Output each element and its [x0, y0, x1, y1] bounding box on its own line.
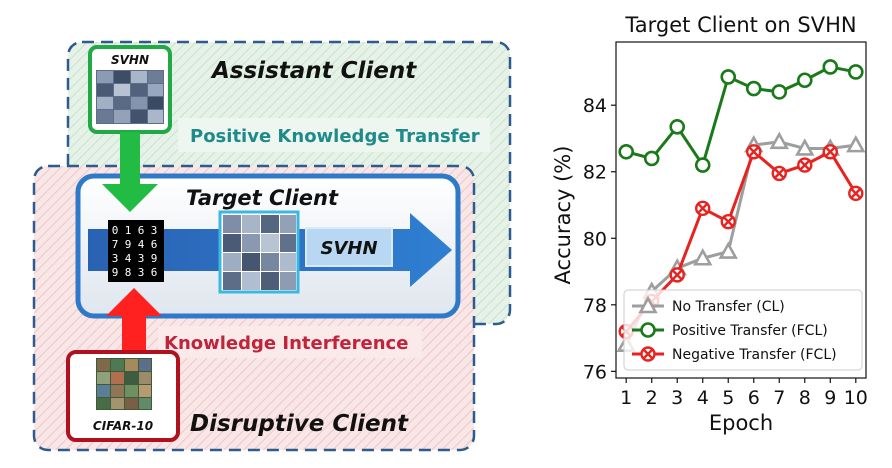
y-tick-label: 80 — [583, 228, 607, 250]
legend-marker — [640, 346, 656, 362]
legend-label: Negative Transfer (FCL) — [672, 347, 837, 363]
data-point — [846, 134, 866, 153]
chart-legend: No Transfer (CL) Positive Transfer (FCL) N… — [623, 289, 863, 371]
y-tick-label: 84 — [583, 95, 607, 117]
y-tick-label: 82 — [583, 162, 607, 184]
target-dataset-label: SVHN — [320, 238, 377, 259]
series-line — [625, 149, 858, 333]
legend-item: No Transfer (CL) — [632, 295, 785, 315]
x-tick-label: 5 — [722, 387, 734, 409]
mnist-digit: 4 — [138, 238, 145, 251]
series-positive-transfer-fcl — [618, 59, 864, 173]
knowledge-interference-label: Knowledge Interference — [164, 333, 408, 354]
x-tick-label: 3 — [671, 387, 683, 409]
data-point — [745, 80, 762, 97]
data-point — [643, 150, 660, 167]
legend-marker — [640, 322, 656, 338]
data-point — [797, 157, 813, 173]
positive-transfer-arrow — [102, 132, 158, 212]
interference-label-bg — [158, 326, 422, 358]
mnist-digit: 6 — [138, 224, 145, 237]
data-point — [720, 69, 737, 85]
accuracy-chart: Target Client on SVHN Accuracy (%) Epoch… — [551, 13, 868, 435]
x-tick-label: 6 — [748, 387, 760, 409]
target-svhn-tile — [218, 210, 300, 294]
data-point — [669, 119, 686, 135]
y-tick-label: 76 — [583, 361, 607, 383]
mnist-digit: 3 — [151, 224, 158, 237]
x-tick-label: 7 — [773, 387, 785, 409]
series-line — [624, 140, 856, 346]
data-point — [796, 72, 813, 89]
x-tick-label: 4 — [697, 387, 709, 409]
data-point — [694, 157, 711, 173]
legend-marker — [638, 295, 658, 314]
svhn-image-grid — [96, 70, 164, 124]
mnist-digit: 8 — [125, 266, 132, 279]
disruptive-dataset-label: CIFAR-10 — [93, 419, 153, 433]
mnist-digit: 3 — [138, 266, 145, 279]
series-line — [625, 65, 857, 169]
interference-arrow — [106, 288, 162, 358]
legend-label: No Transfer (CL) — [672, 299, 785, 315]
cifar-image-grid — [96, 358, 152, 410]
data-point — [822, 59, 839, 75]
data-point — [822, 144, 838, 160]
mnist-digit: 7 — [112, 238, 119, 251]
x-tick-label: 9 — [824, 387, 836, 409]
target-dataset-box — [305, 227, 393, 267]
mnist-digit: 6 — [151, 238, 158, 251]
data-point — [847, 64, 864, 80]
mnist-digit: 0 — [112, 224, 119, 237]
assistant-client-label: Assistant Client — [210, 58, 417, 84]
mnist-digit: 9 — [151, 252, 158, 265]
assistant-dataset-label: SVHN — [111, 53, 149, 67]
mnist-digit: 4 — [125, 252, 132, 265]
disruptive-client-label: Disruptive Client — [190, 411, 409, 437]
x-tick-label: 2 — [646, 387, 658, 409]
data-point — [771, 84, 788, 100]
data-point — [720, 213, 736, 230]
legend-label: Positive Transfer (FCL) — [672, 323, 828, 339]
data-point — [746, 144, 762, 160]
mnist-digit: 3 — [138, 252, 145, 265]
chart-title: Target Client on SVHN — [624, 13, 856, 37]
data-point — [669, 267, 685, 283]
y-tick-group: 76 78 80 82 84 — [583, 95, 616, 383]
plot-frame — [615, 41, 867, 379]
mnist-digit: 9 — [125, 238, 132, 251]
positive-transfer-label: Positive Knowledge Transfer — [190, 126, 480, 147]
legend-item: Positive Transfer (FCL) — [632, 322, 828, 339]
legend-item: Negative Transfer (FCL) — [632, 346, 837, 363]
legend-frame — [623, 289, 863, 371]
data-point — [769, 131, 789, 150]
x-tick-label: 8 — [799, 387, 811, 409]
data-point — [771, 165, 787, 182]
data-point — [695, 200, 711, 217]
x-axis-label: Epoch — [709, 411, 773, 435]
y-axis-label: Accuracy (%) — [551, 146, 575, 285]
mnist-digit: 6 — [151, 266, 158, 279]
x-tick-label: 10 — [844, 387, 868, 409]
data-point — [618, 143, 635, 160]
data-point — [795, 138, 815, 156]
mnist-digit: 1 — [125, 224, 132, 237]
y-tick-label: 78 — [583, 295, 607, 317]
data-point — [718, 241, 738, 259]
target-client-label: Target Client — [186, 186, 339, 210]
x-tick-label: 1 — [620, 387, 632, 409]
data-point — [693, 248, 713, 266]
mnist-digit: 3 — [112, 252, 119, 265]
data-point — [848, 185, 864, 202]
positive-label-bg — [178, 118, 490, 152]
mnist-digit: 9 — [112, 266, 119, 279]
framework-diagram: SVHN Assistant Client Positive Knowledge… — [32, 40, 512, 452]
